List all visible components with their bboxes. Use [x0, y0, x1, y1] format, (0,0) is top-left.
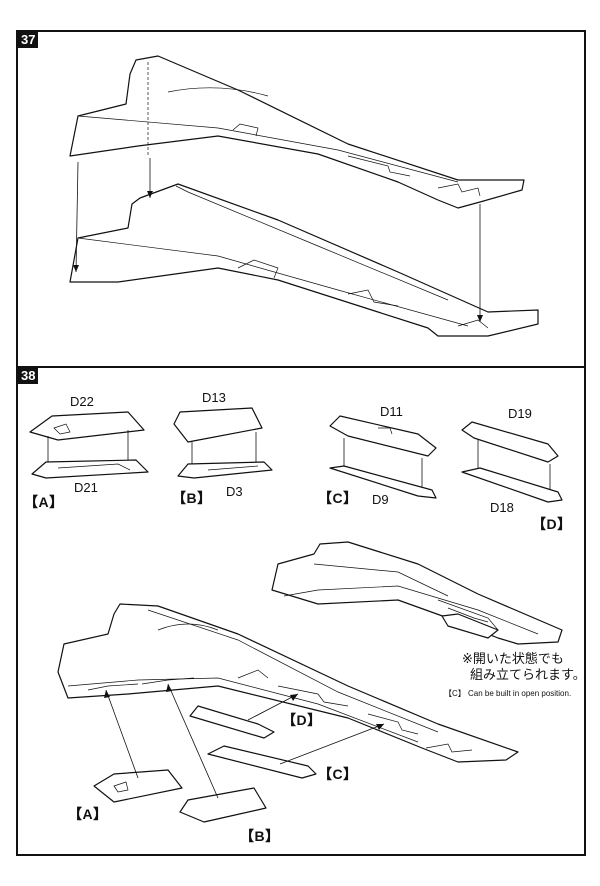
step-number-badge: 37 [18, 32, 39, 48]
flap-b-placed [179, 787, 267, 823]
group-label-c: 【C】 [318, 490, 358, 506]
attach-arrow-a [105, 689, 139, 779]
flap-c-placed [207, 745, 317, 779]
label-d18: D18 [490, 500, 514, 515]
upper-wing-half [69, 55, 525, 209]
group-label-b: 【B】 [172, 490, 212, 506]
group-label-b-assembly: 【B】 [240, 828, 280, 844]
group-label-d-assembly: 【D】 [282, 712, 322, 728]
note-japanese-line1: ※開いた状態でも [462, 652, 564, 667]
group-label-c-assembly: 【C】 [318, 766, 358, 782]
attach-arrow-c [279, 723, 385, 765]
step-37-panel: 37 [16, 30, 586, 368]
label-d11: D11 [380, 404, 403, 419]
flap-a-placed [93, 769, 183, 803]
part-d3-shape [177, 461, 273, 479]
part-d11-shape [329, 415, 437, 457]
flap-assembly-diagram [29, 407, 563, 823]
note-english: 【C】 Can be built in open position. [444, 689, 572, 698]
label-d21: D21 [74, 480, 98, 495]
step-38-panel: 38 [16, 366, 586, 856]
part-d9-shape [329, 465, 437, 499]
part-d19-shape [461, 421, 559, 463]
flap-d-placed [189, 705, 275, 739]
attach-arrow-d [247, 693, 299, 721]
assembled-wing [57, 603, 519, 763]
part-d18-shape [461, 467, 563, 503]
label-d3: D3 [226, 484, 243, 499]
step-number-badge: 38 [18, 368, 39, 384]
label-d22: D22 [70, 394, 94, 409]
part-d21-shape [31, 459, 149, 479]
lower-wing-half [69, 183, 539, 337]
group-label-a-assembly: 【A】 [68, 806, 108, 822]
part-d13-shape [173, 407, 263, 443]
label-d13: D13 [202, 390, 226, 405]
group-label-d: 【D】 [532, 516, 572, 532]
wing-open-position-view [271, 541, 563, 645]
attach-arrow-b [167, 683, 219, 799]
part-d22-shape [29, 411, 145, 441]
wing-assembly-diagram [69, 55, 539, 337]
alignment-line [75, 161, 79, 273]
label-d9: D9 [372, 492, 389, 507]
label-d19: D19 [508, 406, 532, 421]
note-japanese-line2: 組み立てられます。 [470, 668, 586, 683]
group-label-a: 【A】 [24, 494, 64, 510]
